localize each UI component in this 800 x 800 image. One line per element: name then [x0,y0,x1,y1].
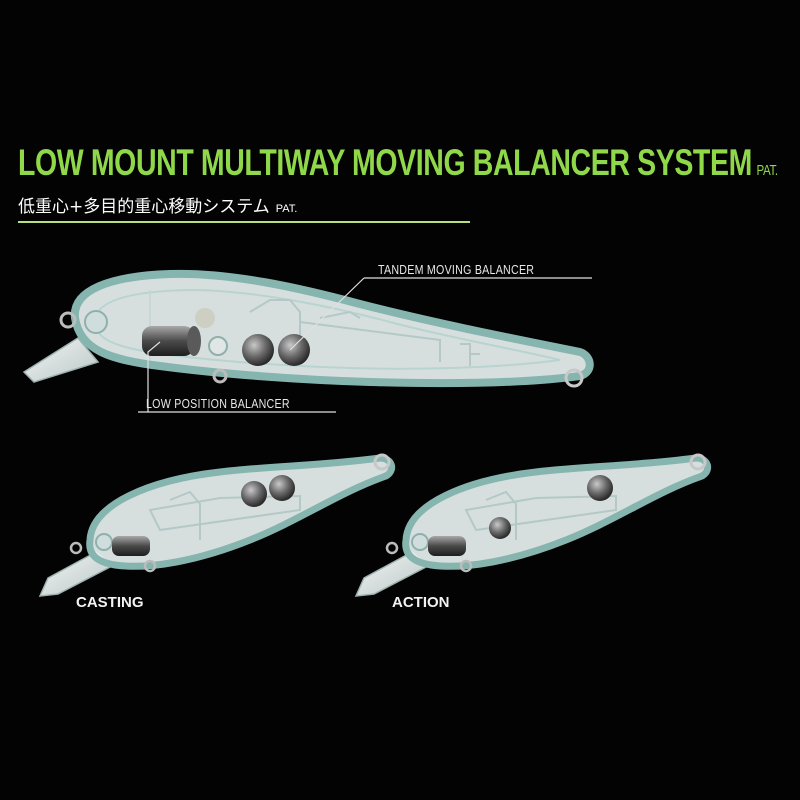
main-low-position-balancer [142,326,194,356]
casting-lure [38,453,396,597]
label-casting: CASTING [76,594,144,611]
title-japanese-text: 低重心+多目的重心移動システム [18,197,270,217]
title-japanese: 低重心+多目的重心移動システム PAT. [18,192,297,217]
title-english: LOW MOUNT MULTIWAY MOVING BALANCER SYSTE… [18,142,778,184]
tandem-callout-line [289,277,592,351]
main-lure [22,269,594,388]
label-action: ACTION [392,594,450,611]
callout-low-position-balancer: LOW POSITION BALANCER [146,396,290,411]
title-divider [18,221,470,223]
callout-tandem-moving-balancer: TANDEM MOVING BALANCER [378,262,535,277]
main-belly-hanger [212,368,228,384]
title-english-pat: PAT. [756,162,779,179]
main-lure-body [70,269,594,388]
main-line-tie [59,311,77,329]
main-lure-lip [22,337,100,383]
main-tail-hanger [564,368,584,388]
main-tandem-ball-1 [242,334,274,366]
title-english-text: LOW MOUNT MULTIWAY MOVING BALANCER SYSTE… [18,142,752,183]
title-japanese-pat: PAT. [275,203,298,215]
low-position-callout-line [138,341,336,413]
action-lure [354,453,712,597]
main-tandem-ball-2 [278,334,310,366]
